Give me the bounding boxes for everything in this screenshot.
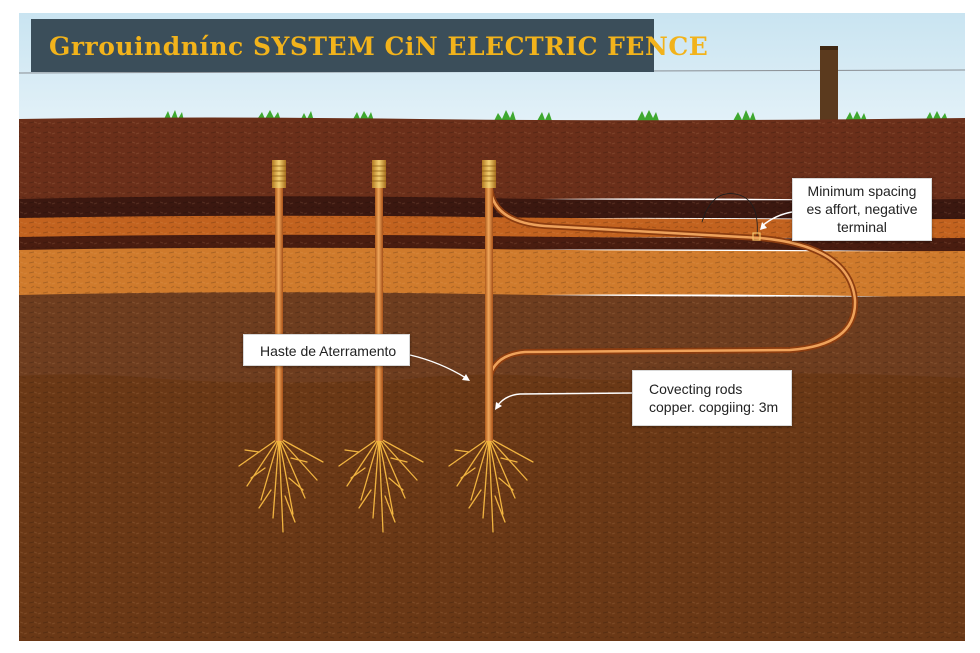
title-banner: Grrouindnínc SYSTEM CiN ELECTRIC FENCE (31, 19, 708, 72)
leader-spacing-arrow (760, 222, 767, 230)
leader-rod (409, 354, 467, 379)
ground-rod-3 (482, 160, 496, 441)
grass-tuft-icon (845, 111, 867, 121)
terminal-marker (752, 232, 761, 241)
callout-ground-rod: Haste de Aterramento (243, 334, 410, 366)
spacing-arc (701, 193, 758, 237)
fence-post-icon (820, 46, 838, 122)
callout-rod-text: Haste de Aterramento (260, 343, 397, 359)
callout-spacing-line-2: es affort, negative (806, 201, 918, 217)
fence-post-top (820, 46, 838, 50)
grass-tuft-icon (637, 110, 659, 121)
callout-spacing-line-1: Minimum spacing (807, 183, 917, 199)
leader-spacing (761, 211, 793, 227)
connecting-cable-highlight (486, 184, 857, 392)
root-spread-icon (338, 437, 424, 533)
rod-cap-icon (272, 160, 286, 188)
callout-minimum-spacing: Minimum spacing es affort, negative term… (792, 178, 932, 241)
grass-tuft-icon (494, 110, 516, 121)
roots (238, 437, 534, 533)
grass-tuft-icon (733, 110, 756, 121)
ground-rod-1 (272, 160, 286, 441)
leader-connect (497, 392, 633, 406)
rod-cap-icon (372, 160, 386, 188)
root-spread-icon (238, 437, 324, 533)
callout-connect-line-2: copper. copgiing: 3m (649, 399, 779, 415)
leader-connect-arrow (495, 402, 502, 410)
grass-tuft-icon (537, 112, 552, 121)
callout-spacing-line-3: terminal (837, 219, 887, 235)
ground-rod-2 (372, 160, 386, 441)
rod-cap-icon (482, 160, 496, 188)
root-spread-icon (448, 437, 534, 533)
callout-connecting-rods: Covecting rods copper. copgiing: 3m (632, 370, 792, 426)
diagram-title: Grrouindnínc SYSTEM CiN ELECTRIC FENCE (49, 32, 709, 61)
leader-rod-arrow (462, 374, 470, 381)
callout-connect-line-1: Covecting rods (649, 381, 743, 397)
